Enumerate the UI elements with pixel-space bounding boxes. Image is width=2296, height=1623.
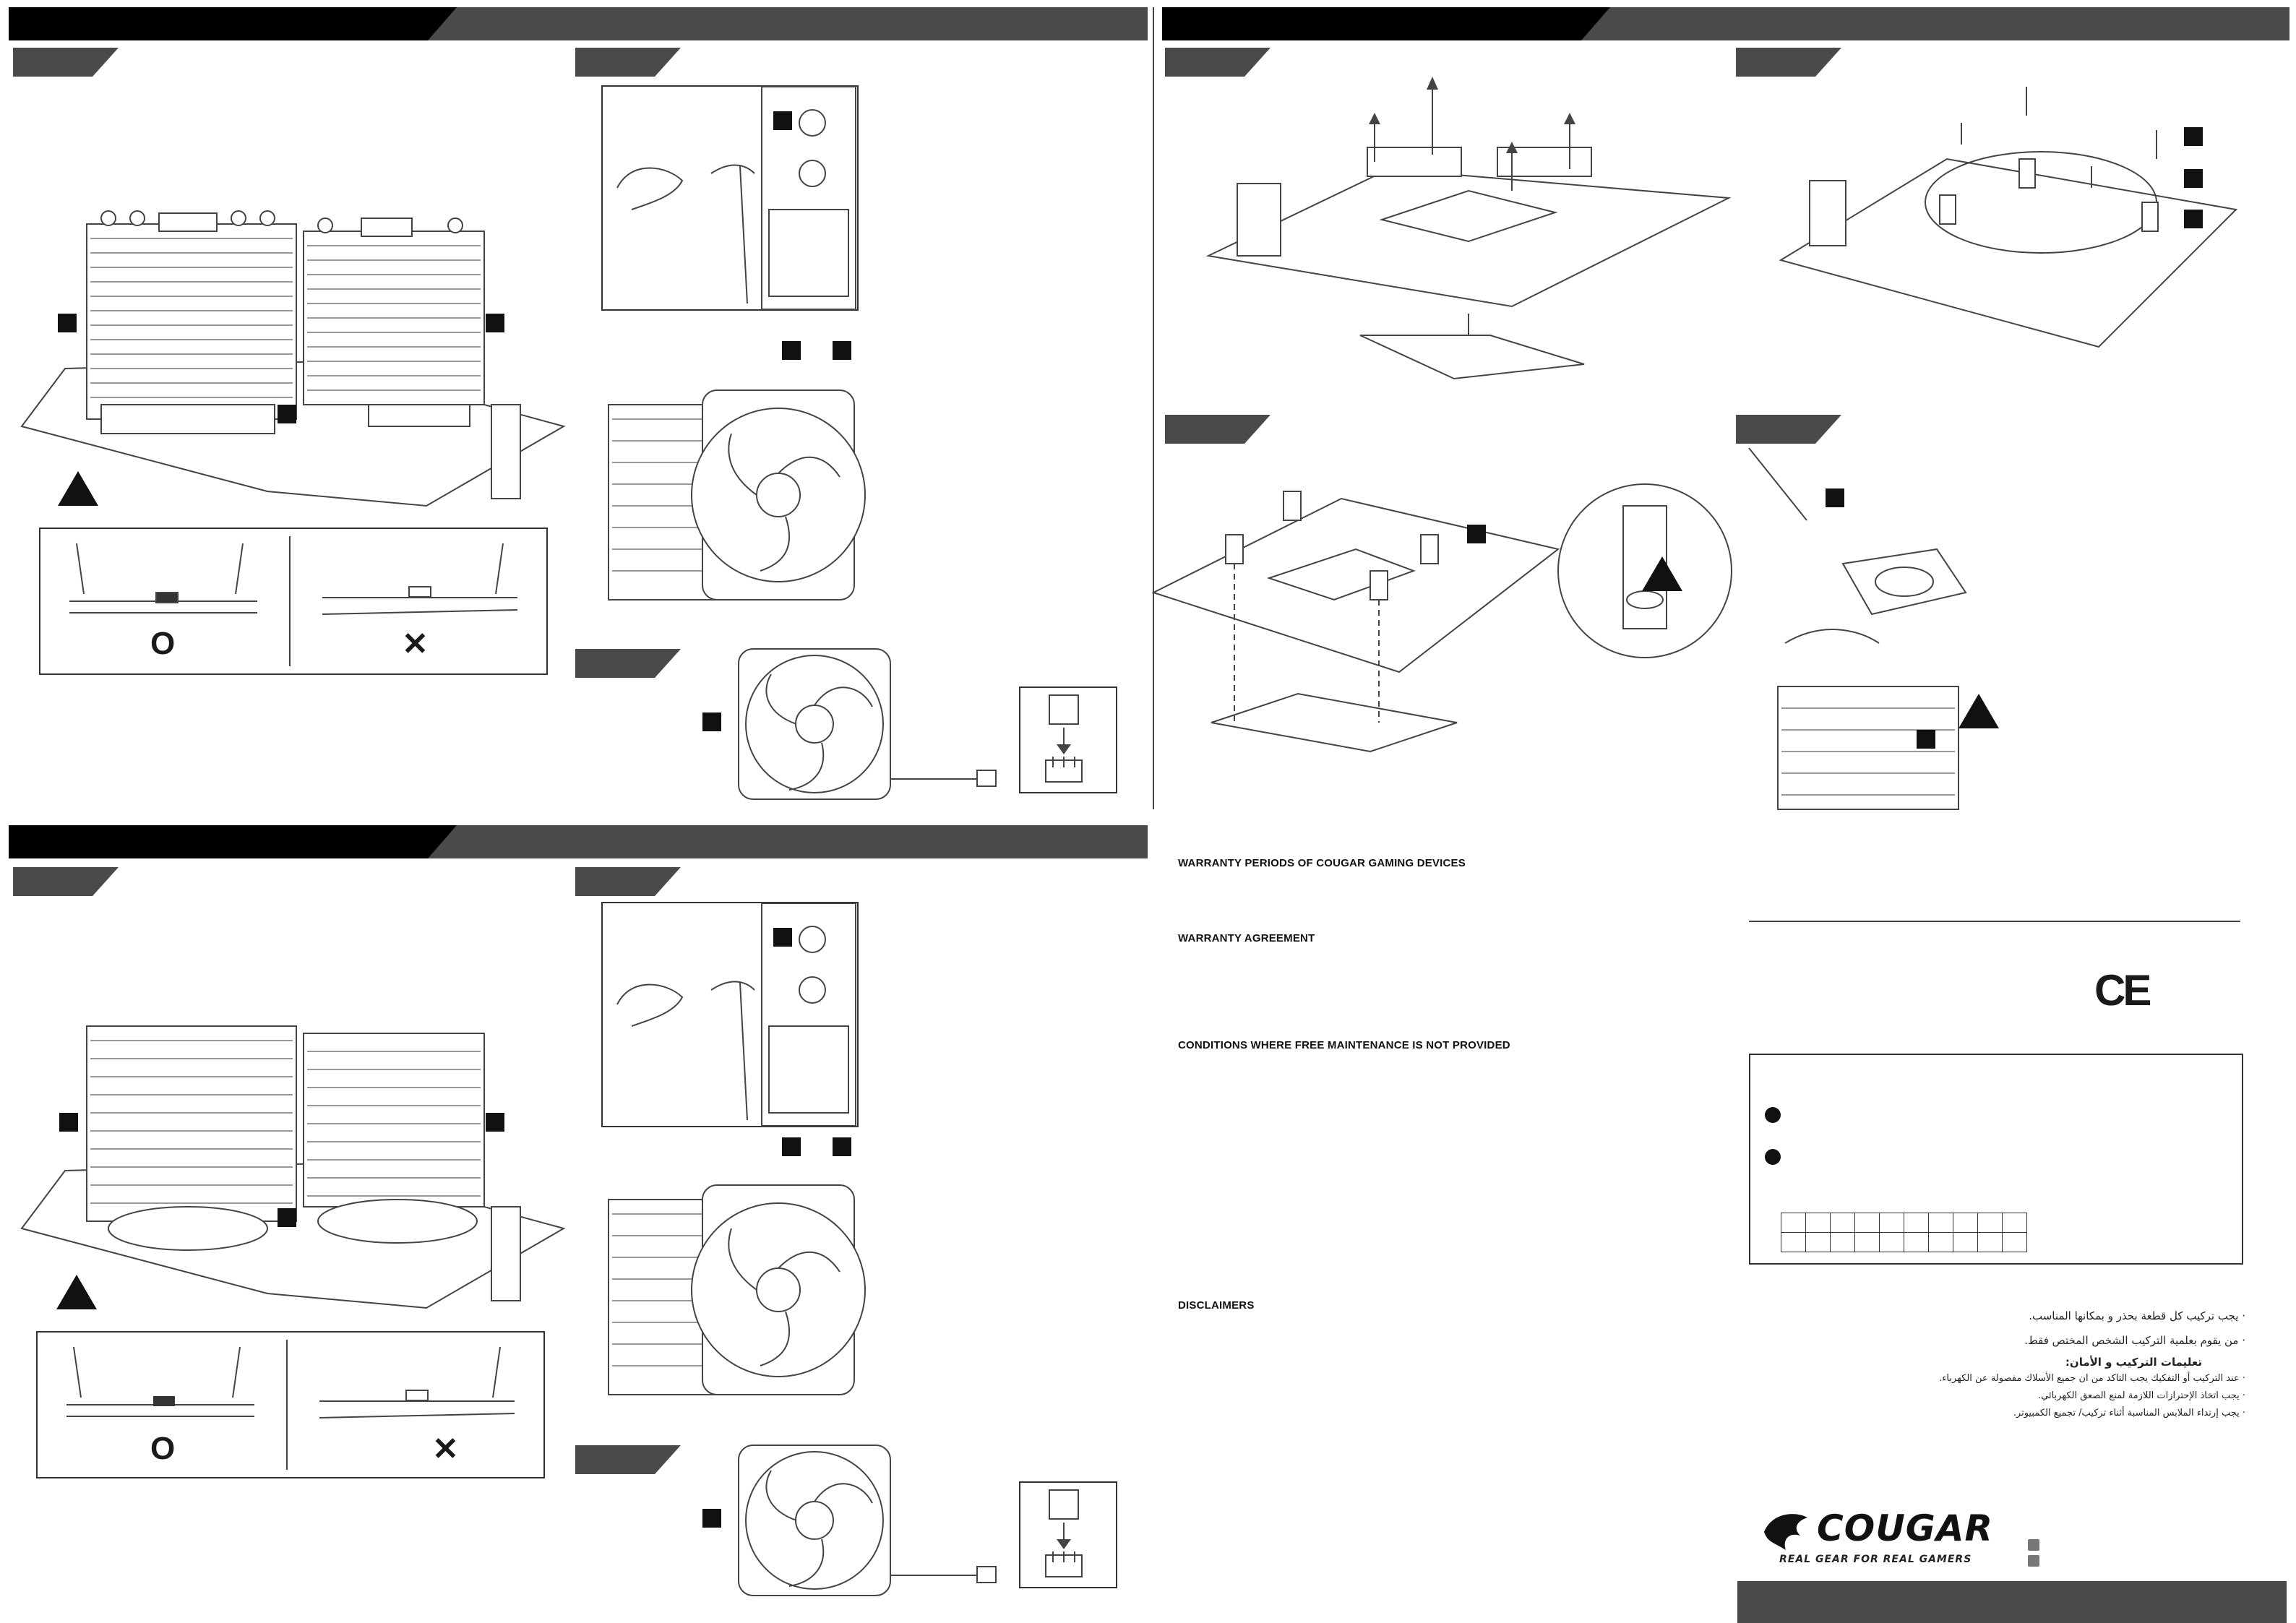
step-marker — [486, 1113, 504, 1132]
warning-triangle-icon — [1959, 694, 1999, 728]
cooler-with-fan-illustration-alt — [608, 1184, 866, 1395]
fan-front-illustration-alt — [738, 1445, 997, 1596]
step-marker — [773, 928, 792, 947]
warranty-periods-heading: WARRANTY PERIODS OF COUGAR GAMING DEVICE… — [1178, 857, 1466, 869]
facebook-icon[interactable] — [2028, 1539, 2039, 1551]
info-grid — [1781, 1213, 2027, 1252]
step-marker — [2184, 169, 2203, 188]
step-marker — [278, 405, 296, 423]
step-tab — [13, 48, 119, 77]
ce-mark: CE — [2094, 966, 2151, 1015]
section-header-top-right — [1162, 7, 2289, 40]
step-tab — [1736, 48, 1841, 77]
standoff-install-illustration — [1151, 483, 1732, 753]
warning-triangle-icon — [1642, 556, 1682, 591]
step-marker — [59, 1113, 78, 1132]
warranty-agreement-heading: WARRANTY AGREEMENT — [1178, 932, 1315, 944]
bullet-dot — [1765, 1107, 1781, 1123]
step-marker — [1917, 730, 1935, 749]
section-header-bottom-left — [9, 825, 1148, 858]
arabic-note-line: · عند التركيب أو التفكيك يجب التاكد من ا… — [1939, 1373, 2245, 1384]
fan-connector-box — [1019, 686, 1117, 793]
step-marker — [773, 111, 792, 130]
step-tab — [575, 867, 681, 896]
step-marker — [702, 713, 721, 731]
brand-logo-text: COUGAR — [1817, 1507, 1994, 1549]
cooler-install-illustration-alt — [20, 1025, 566, 1309]
step-tab — [13, 867, 119, 896]
arabic-heading: تعليمات التركيب و الأمان: — [2065, 1356, 2202, 1369]
step-marker — [782, 1137, 801, 1156]
disposal-info-box — [1749, 1054, 2243, 1265]
step-marker — [486, 314, 504, 332]
arabic-note-line: · من يقوم بعلمية التركيب الشخص المختص فق… — [2024, 1334, 2245, 1347]
bullet-dot — [1765, 1149, 1781, 1165]
mounting-comparison-box: O ✕ — [36, 1331, 545, 1478]
step-tab — [1736, 415, 1841, 444]
step-marker — [58, 314, 77, 332]
step-tab — [1165, 48, 1270, 77]
cooler-install-illustration — [20, 210, 566, 507]
fan-front-illustration — [738, 648, 997, 800]
step-marker — [1467, 525, 1486, 543]
cooler-with-fan-illustration — [608, 389, 866, 600]
arabic-note-line: · يجب إرتداء الملابس المناسبة أثناء تركي… — [2013, 1408, 2245, 1418]
youtube-icon[interactable] — [2028, 1555, 2039, 1567]
step-marker — [2184, 210, 2203, 228]
step-tab — [575, 1445, 681, 1474]
section-header-top-left — [9, 7, 1148, 40]
warning-triangle-icon — [56, 1275, 97, 1309]
brand-tagline: REAL GEAR FOR REAL GAMERS — [1779, 1554, 1972, 1565]
warning-triangle-icon — [58, 471, 98, 506]
fan-clip-detail-box — [601, 902, 859, 1127]
step-marker — [782, 341, 801, 360]
footer-bar — [1737, 1581, 2287, 1623]
arabic-note-line: · يجب اتخاذ الإحترازات اللازمة لمنع الصع… — [2037, 1390, 2245, 1401]
vertical-divider — [1153, 7, 1154, 809]
correct-symbol: O — [150, 1431, 176, 1466]
correct-symbol: O — [150, 626, 176, 661]
step-marker — [833, 1137, 851, 1156]
horizontal-rule — [1749, 921, 2240, 922]
incorrect-symbol: ✕ — [432, 1432, 459, 1467]
step-tab — [575, 48, 681, 77]
step-marker — [2184, 127, 2203, 146]
conditions-heading: CONDITIONS WHERE FREE MAINTENANCE IS NOT… — [1178, 1039, 1510, 1051]
mounting-comparison-box: O ✕ — [39, 528, 548, 675]
motherboard-bracket-removal-illustration — [1205, 77, 1732, 380]
thermal-paste-illustration — [1748, 447, 1967, 810]
fan-connector-box — [1019, 1481, 1117, 1588]
step-marker — [702, 1509, 721, 1528]
motherboard-bracket-install-illustration — [1779, 87, 2238, 348]
step-marker — [833, 341, 851, 360]
step-marker — [1826, 488, 1844, 507]
arabic-note-line: · يجب تركيب كل قطعة بحذر و بمكانها المنا… — [2029, 1309, 2245, 1322]
step-tab — [575, 649, 681, 678]
incorrect-symbol: ✕ — [402, 627, 429, 662]
disclaimers-heading: DISCLAIMERS — [1178, 1299, 1255, 1312]
fan-clip-detail-box — [601, 85, 859, 311]
step-tab — [1165, 415, 1270, 444]
cougar-logo-icon — [1764, 1514, 1807, 1550]
step-marker — [278, 1208, 296, 1227]
